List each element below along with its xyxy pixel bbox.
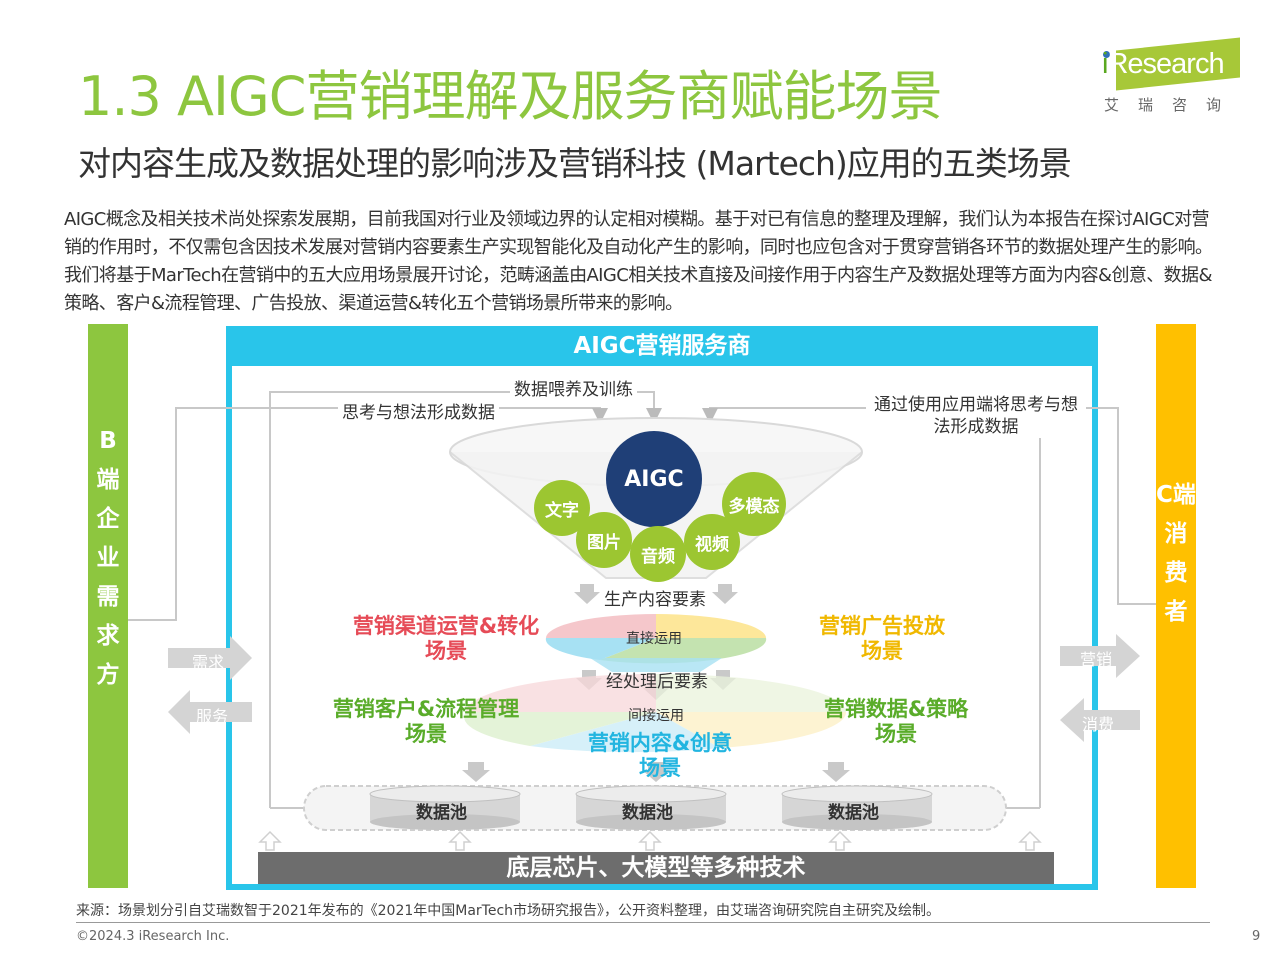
logo-i: i [1102,48,1109,80]
logo-word: Research [1107,48,1224,80]
c-side-label: C端消费者 [1156,482,1196,625]
modality-video: 视频 [684,514,740,570]
scene-channel: 营销渠道运营&转化场景 [352,614,540,663]
page-subtitle: 对内容生成及数据处理的影响涉及营销科技 (Martech)应用的五类场景 [78,144,1072,183]
aigc-circle: AIGC [606,431,702,527]
c-side-bar: C端消费者 [1156,324,1196,888]
b-side-bar: B端企业需求方 [88,324,128,888]
iresearch-logo: iResearch 艾瑞咨询 [1096,37,1246,115]
modality-audio: 音频 [630,526,686,582]
scene-customer: 营销客户&流程管理场景 [332,697,520,746]
b-side-label: B端企业需求方 [96,428,120,688]
intro-paragraph: AIGC概念及相关技术尚处探索发展期，目前我国对行业及领域边界的认定相对模糊。基… [64,209,1213,314]
logo-cn: 艾瑞咨询 [1104,96,1241,114]
scene-content: 营销内容&创意场景 [587,731,733,780]
scene-data: 营销数据&策略场景 [823,697,969,746]
data-pool-label-1: 数据池 [416,803,467,823]
scene-ads: 营销广告投放场景 [819,614,945,663]
service-frame-title: AIGC营销服务商 [226,326,1098,366]
marketing-label: 营销 [1080,650,1113,669]
logo-dot [1103,51,1110,58]
page-title: 1.3 AIGC营销理解及服务商赋能场景 [78,65,942,128]
modality-text: 文字 [534,480,590,536]
page-number: 9 [1252,929,1261,944]
thinking-right-label: 通过使用应用端将思考与想法形成数据 [866,394,1086,438]
source-note: 来源：场景划分引自艾瑞数智于2021年发布的《2021年中国MarTech市场研… [76,903,941,919]
direct-use-label: 直接运用 [626,631,682,647]
footer-divider [76,922,1210,923]
consume-label: 消费 [1082,715,1115,734]
logo-text: iResearch [1102,48,1225,81]
service-label: 服务 [196,707,229,726]
produce-label: 生产内容要素 [604,590,706,610]
copyright: ©2024.3 iResearch Inc. [76,929,230,944]
base-technology-bar: 底层芯片、大模型等多种技术 [258,852,1054,884]
data-pool-label-3: 数据池 [828,803,879,823]
indirect-use-label: 间接运用 [628,708,684,724]
modality-multimodal: 多模态 [722,472,786,536]
data-feed-label: 数据喂养及训练 [510,375,637,400]
data-pool-label-2: 数据池 [622,803,673,823]
demand-label: 需求 [192,653,225,672]
thinking-left-label: 思考与想法形成数据 [338,398,499,423]
modality-image: 图片 [576,512,632,568]
processed-label: 经处理后要素 [606,672,708,692]
